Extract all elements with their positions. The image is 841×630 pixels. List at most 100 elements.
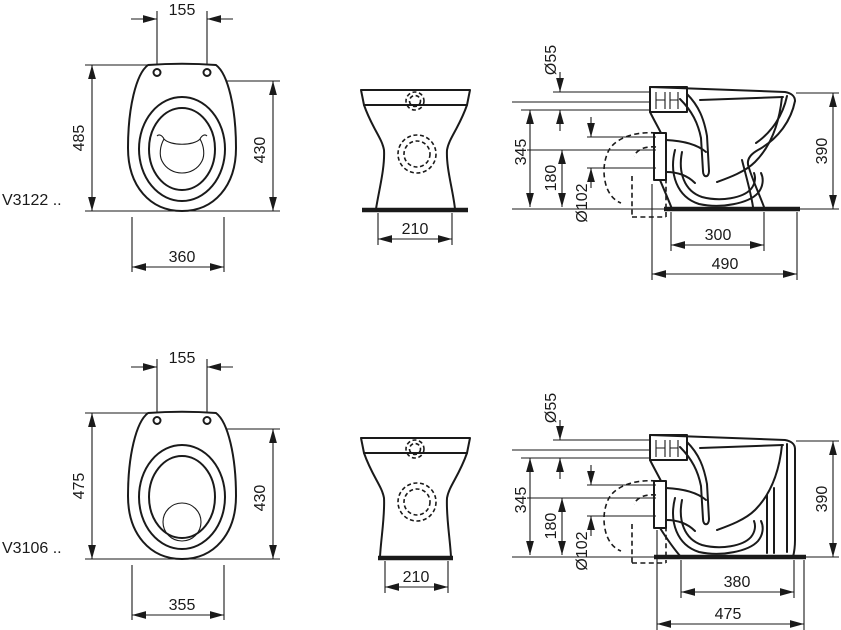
dim-overall-width: 355 (131, 565, 225, 620)
side-view: Ø55 345 180 Ø102 390 (512, 45, 839, 280)
dim-inlet-diameter: Ø55 (543, 393, 564, 479)
dim-text: Ø55 (543, 45, 560, 75)
flush-hole-dashed (405, 439, 425, 459)
outlet-hole-dashed (397, 134, 437, 174)
dim-text: 380 (724, 574, 751, 591)
inlet-pipe-lines (512, 91, 650, 111)
flush-channel (686, 441, 710, 520)
dim-inlet-height: 345 (513, 110, 534, 207)
model-label: V3106 .. (2, 540, 62, 557)
row-v3122: V3122 .. 155 485 (2, 2, 839, 280)
dim-hinge-span: 155 (131, 350, 233, 412)
plan-view: 155 475 430 355 (71, 350, 280, 620)
seat-inner-ring (148, 107, 216, 191)
dim-text: 355 (169, 597, 196, 614)
pedestal-right-edge (445, 452, 468, 558)
pedestal-left-edge (363, 452, 386, 558)
dim-bowl-height: 390 (796, 92, 839, 209)
dim-text: 345 (513, 139, 530, 166)
toilet-lid-outline (127, 410, 237, 560)
front-view: 210 (360, 437, 471, 593)
dim-hinge-span: 155 (131, 2, 233, 64)
sump-outer (672, 149, 764, 207)
dim-foot-depth: 380 (680, 560, 795, 598)
seat-outer-ring (138, 96, 226, 202)
bowl-section-outline (649, 434, 796, 558)
sump-outer (672, 497, 764, 555)
water-surface (162, 502, 202, 542)
dim-overall-width: 360 (131, 217, 225, 272)
spigot-box (649, 86, 688, 113)
spigot-detail (655, 92, 679, 109)
inlet-pipe-lines (512, 439, 650, 459)
dim-text: 490 (712, 256, 739, 273)
outlet-pipe-lines (527, 484, 656, 517)
bowl-inner-wall (716, 96, 783, 183)
flush-hole-dashed (405, 91, 425, 111)
dim-bowl-height: 390 (796, 440, 839, 557)
dim-text: 390 (814, 138, 831, 165)
dim-text: 430 (252, 137, 269, 164)
dim-text: 210 (403, 569, 430, 586)
water-surface (156, 134, 208, 174)
sump-inner (679, 151, 756, 201)
dim-text: 155 (169, 2, 196, 19)
pedestal-right-edge (445, 104, 468, 210)
model-label: V3122 .. (2, 192, 62, 209)
dim-text: Ø55 (543, 393, 560, 423)
dim-text: 390 (814, 486, 831, 513)
jet-opening (702, 170, 710, 178)
dim-bowl-length: 430 (227, 80, 280, 211)
trap-channel (665, 487, 707, 532)
hinge-hole-right (202, 68, 212, 77)
flush-channel (686, 93, 710, 172)
plan-view: 155 485 430 360 (71, 2, 280, 272)
dim-text: Ø102 (574, 183, 591, 222)
dim-inlet-diameter: Ø55 (543, 45, 564, 131)
dim-text: 360 (169, 249, 196, 266)
dim-inlet-height: 345 (513, 458, 534, 555)
bowl-inner-wall (716, 444, 783, 531)
dim-outlet-height: 180 (543, 150, 566, 207)
drain-elbow-dashed (603, 131, 667, 218)
trap-channel (665, 139, 707, 184)
dim-outlet-diameter: Ø102 (574, 465, 595, 571)
outlet-flange (653, 480, 667, 529)
toilet-lid-outline (127, 62, 237, 212)
dim-text: 180 (543, 165, 560, 192)
spigot-detail (655, 440, 679, 457)
dim-text: Ø102 (574, 531, 591, 570)
pedestal-left-edge (363, 104, 386, 210)
dim-foot-width: 210 (384, 561, 449, 593)
hinge-hole-left (152, 68, 162, 77)
dim-text: 475 (71, 473, 88, 500)
seat-inner-ring (148, 455, 216, 539)
outlet-pipe-lines (527, 136, 656, 169)
hinge-hole-right (202, 416, 212, 425)
bowl-section-outline (649, 86, 796, 210)
row-v3106: V3106 .. 155 475 430 (2, 350, 839, 630)
dim-overall-length: 475 (71, 412, 280, 560)
dim-foot-depth: 300 (670, 212, 765, 251)
dim-outlet-diameter: Ø102 (574, 117, 595, 223)
jet-opening (702, 518, 710, 526)
dim-text: 485 (71, 125, 88, 152)
dim-text: 180 (543, 513, 560, 540)
hinge-hole-left (152, 416, 162, 425)
dim-overall-depth: 475 (657, 560, 805, 630)
outlet-flange (653, 132, 667, 181)
dim-text: 475 (715, 606, 742, 623)
dim-text: 300 (705, 227, 732, 244)
sump-inner (679, 499, 756, 549)
seat-outer-ring (138, 444, 226, 550)
dim-text: 345 (513, 487, 530, 514)
dim-text: 155 (169, 350, 196, 367)
front-view: 210 (360, 89, 471, 245)
dim-overall-depth: 490 (652, 212, 798, 280)
outlet-hole-dashed (397, 482, 437, 522)
spigot-box (649, 434, 688, 461)
dim-outlet-height: 180 (543, 498, 566, 555)
dim-foot-width: 210 (377, 213, 453, 245)
